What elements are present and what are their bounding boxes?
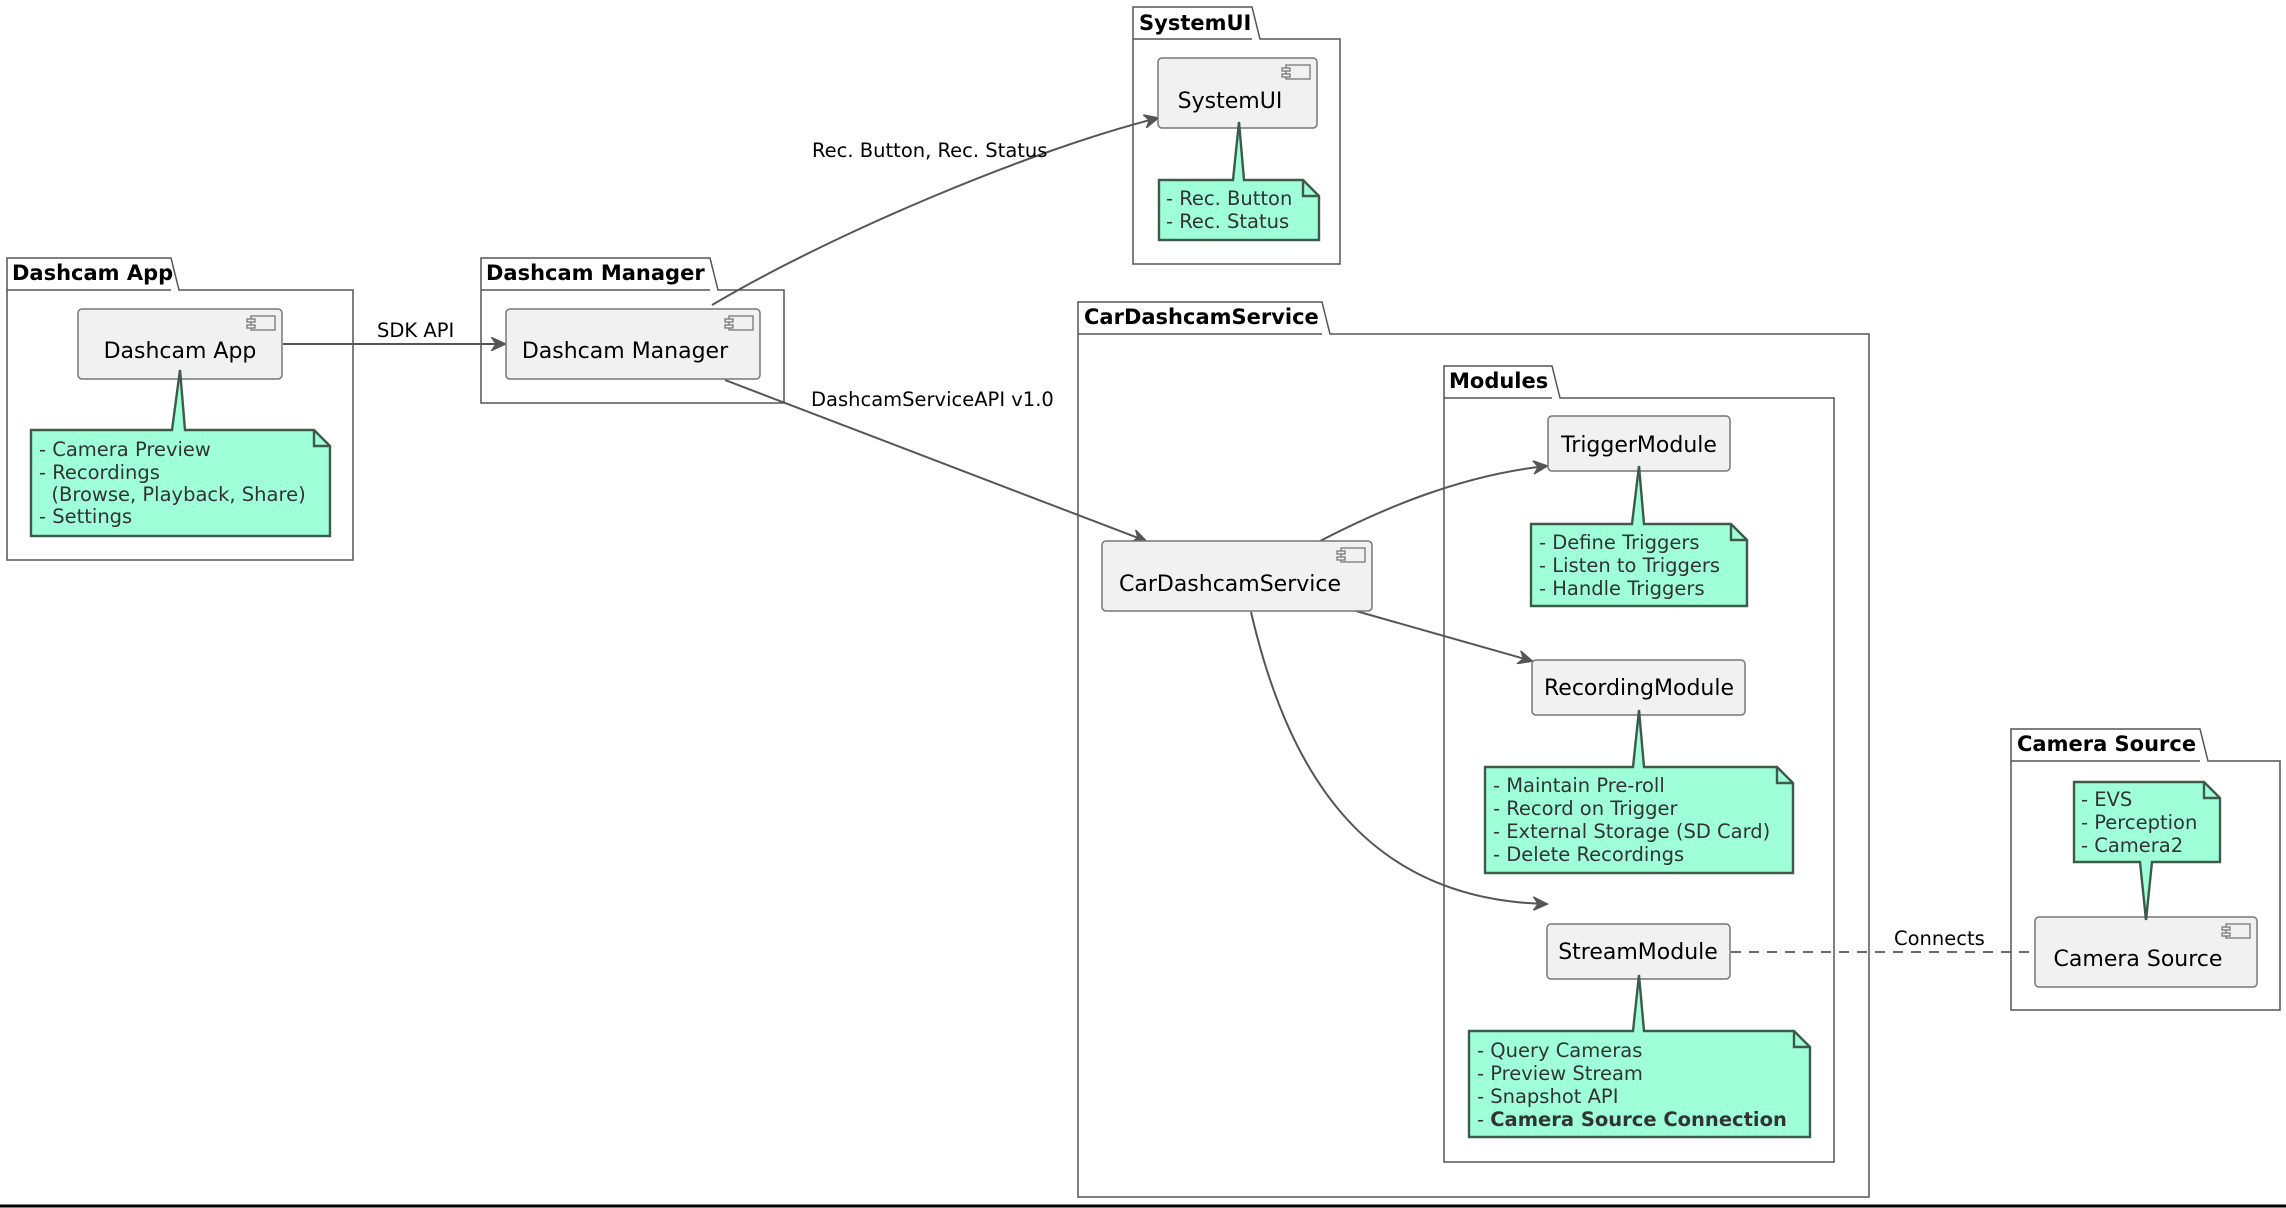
- component-dashcam-manager: Dashcam Manager: [505, 308, 761, 380]
- package-title: Dashcam Manager: [486, 261, 705, 285]
- edge-to-trigger-module: [1319, 466, 1547, 542]
- edge-to-recording-module: [1355, 610, 1532, 661]
- component-car-dashcam-service: CarDashcamService: [1101, 540, 1373, 612]
- note-camera-source: - EVS - Perception - Camera2: [2072, 780, 2222, 921]
- component-icon: [1285, 64, 1311, 80]
- package-title: Camera Source: [2017, 732, 2196, 756]
- component-stream-module: StreamModule: [1546, 923, 1731, 980]
- note-line: - Maintain Pre-roll: [1493, 774, 1665, 797]
- note-line: - Camera2: [2081, 834, 2183, 857]
- note-systemui: - Rec. Button - Rec. Status: [1157, 121, 1321, 242]
- component-label: Dashcam App: [104, 339, 257, 364]
- component-label: StreamModule: [1558, 940, 1718, 965]
- component-label: CarDashcamService: [1119, 572, 1341, 597]
- note-recording-module: - Maintain Pre-roll - Record on Trigger …: [1483, 709, 1795, 875]
- edge-to-stream-module: [1250, 611, 1547, 904]
- note-line: - Perception: [2081, 811, 2197, 834]
- note-trigger-module: - Define Triggers - Listen to Triggers -…: [1529, 465, 1749, 608]
- note-stream-module: - Query Cameras - Preview Stream - Snaps…: [1467, 974, 1812, 1139]
- note-line: - Rec. Button: [1166, 187, 1292, 210]
- note-line: - Handle Triggers: [1539, 577, 1705, 600]
- component-label: SystemUI: [1178, 89, 1283, 114]
- component-trigger-module: TriggerModule: [1547, 415, 1731, 472]
- edge-dashcam-service-api: [724, 379, 1146, 541]
- edge-label-connects: Connects: [1894, 927, 1985, 950]
- note-line-bold: Camera Source Connection: [1490, 1108, 1787, 1131]
- edge-label-sdk-api: SDK API: [377, 319, 454, 342]
- note-line: - Snapshot API: [1477, 1085, 1618, 1108]
- package-title: Modules: [1449, 369, 1548, 393]
- component-icon: [250, 315, 276, 331]
- note-line: - EVS: [2081, 788, 2132, 811]
- note-line: - Record on Trigger: [1493, 797, 1679, 820]
- component-camera-source: Camera Source: [2034, 916, 2258, 988]
- note-line: - Delete Recordings: [1493, 843, 1684, 866]
- component-recording-module: RecordingModule: [1531, 659, 1746, 716]
- note-line: - Preview Stream: [1477, 1062, 1643, 1085]
- note-dashcam-app: - Camera Preview - Recordings (Browse, P…: [29, 369, 332, 538]
- note-line: - Rec. Status: [1166, 210, 1289, 233]
- component-label: Dashcam Manager: [522, 339, 729, 364]
- component-dashcam-app: Dashcam App: [77, 308, 283, 380]
- edge-label-rec-button-status: Rec. Button, Rec. Status: [812, 139, 1047, 162]
- note-line: - External Storage (SD Card): [1493, 820, 1770, 843]
- package-title: CarDashcamService: [1084, 305, 1319, 329]
- note-line: - Settings: [39, 505, 132, 528]
- note-line: - Camera Preview: [39, 438, 211, 461]
- note-line: - Listen to Triggers: [1539, 554, 1720, 577]
- edge-rec-button-status: [711, 118, 1158, 306]
- component-label: RecordingModule: [1544, 676, 1734, 701]
- component-label: Camera Source: [2054, 947, 2223, 972]
- note-line: - Camera Source Connection: [1477, 1108, 1787, 1131]
- package-title: SystemUI: [1139, 11, 1251, 35]
- note-line: - Query Cameras: [1477, 1039, 1642, 1062]
- component-icon: [2225, 923, 2251, 939]
- edges: SDK API Rec. Button, Rec. Status Dashcam…: [283, 118, 2034, 953]
- component-systemui: SystemUI: [1157, 57, 1318, 129]
- note-line-prefix: -: [1477, 1108, 1490, 1131]
- package-title: Dashcam App: [12, 261, 173, 285]
- edge-label-dashcam-service-api: DashcamServiceAPI v1.0: [811, 388, 1054, 411]
- component-label: TriggerModule: [1560, 433, 1717, 458]
- note-line: - Recordings: [39, 461, 160, 484]
- note-line: - Define Triggers: [1539, 531, 1700, 554]
- component-icon: [1340, 547, 1366, 563]
- component-icon: [728, 315, 754, 331]
- note-line: (Browse, Playback, Share): [39, 483, 306, 506]
